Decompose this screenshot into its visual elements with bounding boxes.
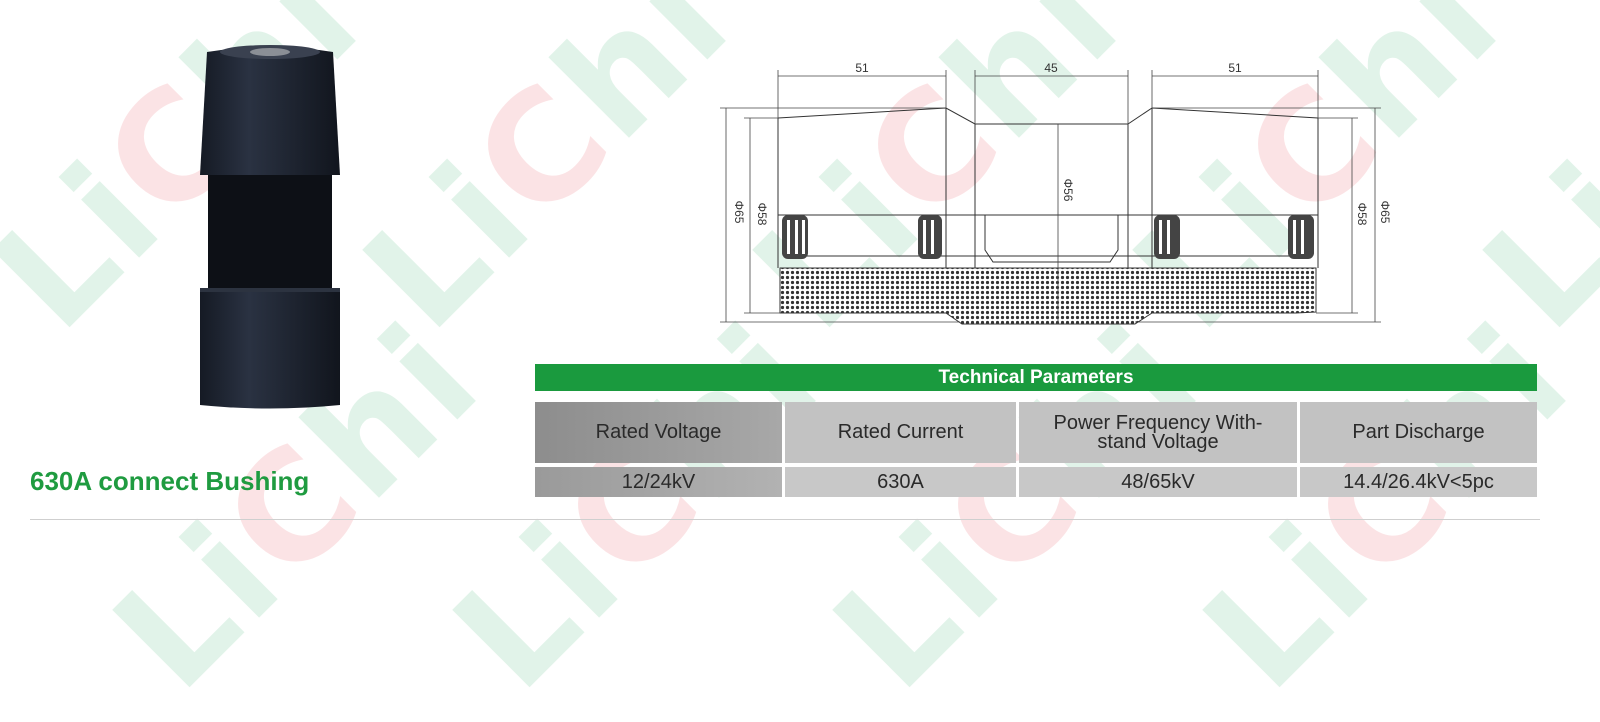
- product-title: 630A connect Bushing: [30, 466, 310, 496]
- dia-inner-left: Φ58: [755, 203, 769, 226]
- value-power-frequency: 48/65kV: [1019, 467, 1297, 497]
- divider: [30, 519, 1540, 520]
- dia-outer-left: Φ65: [732, 201, 746, 224]
- dia-outer-right: Φ65: [1378, 201, 1392, 224]
- dim-center-length: 45: [1044, 61, 1058, 75]
- value-part-discharge: 14.4/26.4kV<5pc: [1300, 467, 1537, 497]
- header-power-frequency: Power Frequency With- stand Voltage: [1019, 402, 1297, 463]
- value-rated-voltage: 12/24kV: [535, 467, 782, 497]
- technical-drawing: 51 45 51 Φ65 Φ58 Φ56 Φ58 Φ65: [720, 61, 1392, 325]
- watermark: LiChi: [1172, 292, 1600, 722]
- header-rated-voltage: Rated Voltage: [535, 402, 782, 463]
- header-line-2: stand Voltage: [1097, 430, 1219, 453]
- header-line-1: Power Frequency With-: [1053, 411, 1263, 434]
- product-image: [200, 45, 340, 409]
- dim-right-length: 51: [1228, 61, 1242, 75]
- dia-inner-right: Φ58: [1355, 203, 1369, 226]
- dia-center: Φ56: [1061, 179, 1075, 202]
- watermark: LiChi: [802, 292, 1233, 722]
- dim-left-length: 51: [855, 61, 869, 75]
- table-title: Technical Parameters: [535, 364, 1537, 391]
- header-part-discharge: Part Discharge: [1300, 402, 1537, 463]
- watermark: LiChi: [422, 292, 853, 722]
- header-rated-current: Rated Current: [785, 402, 1016, 463]
- value-rated-current: 630A: [785, 467, 1016, 497]
